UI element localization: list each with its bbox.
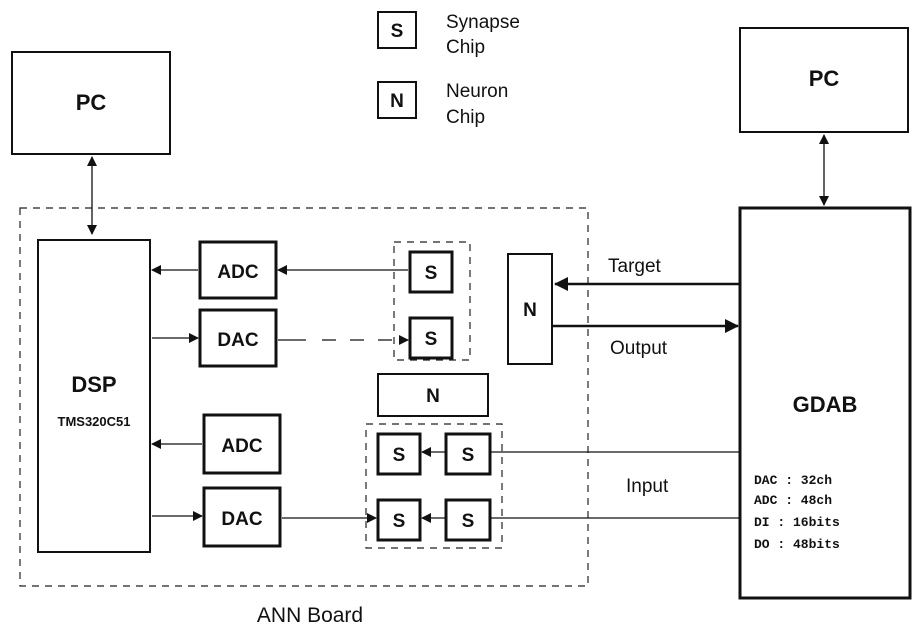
synapse-group-bottom [365, 423, 503, 549]
dsp-label: DSP [71, 372, 116, 397]
ann-board-label: ANN Board [257, 604, 363, 626]
synapse-bottom-1 [376, 432, 422, 476]
gdab-spec-do: DO : 48bits [754, 537, 840, 552]
neuron-chip-horizontal-label: N [426, 386, 440, 407]
output-label: Output [610, 338, 668, 359]
dsp-box [37, 239, 151, 553]
legend-neuron-box [377, 81, 417, 119]
neuron-chip-vertical-label: N [523, 300, 537, 321]
synapse-bottom-2 [444, 432, 492, 476]
synapse-top-2-label: S [425, 329, 438, 350]
pc-right-label: PC [809, 66, 840, 91]
gdab-spec-adc: ADC : 48ch [754, 493, 832, 508]
legend-neuron-symbol: N [390, 91, 404, 112]
synapse-bottom-3-label: S [393, 511, 406, 532]
adc-top-label: ADC [217, 262, 258, 283]
synapse-top-2 [408, 316, 454, 360]
adc-bottom-box [202, 413, 282, 475]
synapse-bottom-1-label: S [393, 445, 406, 466]
legend-synapse-line2: Chip [446, 37, 485, 58]
dac-top-box [198, 308, 278, 368]
gdab-spec-dac: DAC : 32ch [754, 473, 832, 488]
pc-right-box [739, 27, 909, 133]
ann-board-outline [19, 207, 589, 587]
synapse-group-top [393, 241, 471, 361]
legend-neuron-line2: Chip [446, 107, 485, 128]
gdab-spec-di: DI : 16bits [754, 515, 840, 530]
pc-left-label: PC [76, 90, 107, 115]
synapse-top-1 [408, 250, 454, 294]
synapse-top-1-label: S [425, 263, 438, 284]
target-label: Target [608, 256, 662, 277]
synapse-bottom-4 [444, 498, 492, 542]
dac-bottom-box [202, 486, 282, 548]
adc-bottom-label: ADC [221, 436, 262, 457]
legend: S Synapse Chip N Neuron Chip [377, 11, 520, 128]
gdab-box [738, 206, 912, 600]
synapse-bottom-2-label: S [462, 445, 475, 466]
neuron-chip-vertical [507, 253, 553, 365]
pc-left-box [11, 51, 171, 155]
dsp-model: TMS320C51 [58, 414, 131, 429]
neuron-chip-horizontal [377, 373, 489, 417]
legend-synapse-box [377, 11, 417, 49]
dac-top-label: DAC [217, 330, 258, 351]
dac-bottom-label: DAC [221, 509, 262, 530]
legend-synapse-symbol: S [391, 21, 404, 42]
gdab-title: GDAB [793, 392, 858, 417]
synapse-bottom-4-label: S [462, 511, 475, 532]
synapse-bottom-3 [376, 498, 422, 542]
adc-top-box [198, 240, 278, 300]
input-label: Input [626, 476, 669, 497]
legend-neuron-line1: Neuron [446, 81, 508, 102]
legend-synapse-line1: Synapse [446, 12, 520, 33]
